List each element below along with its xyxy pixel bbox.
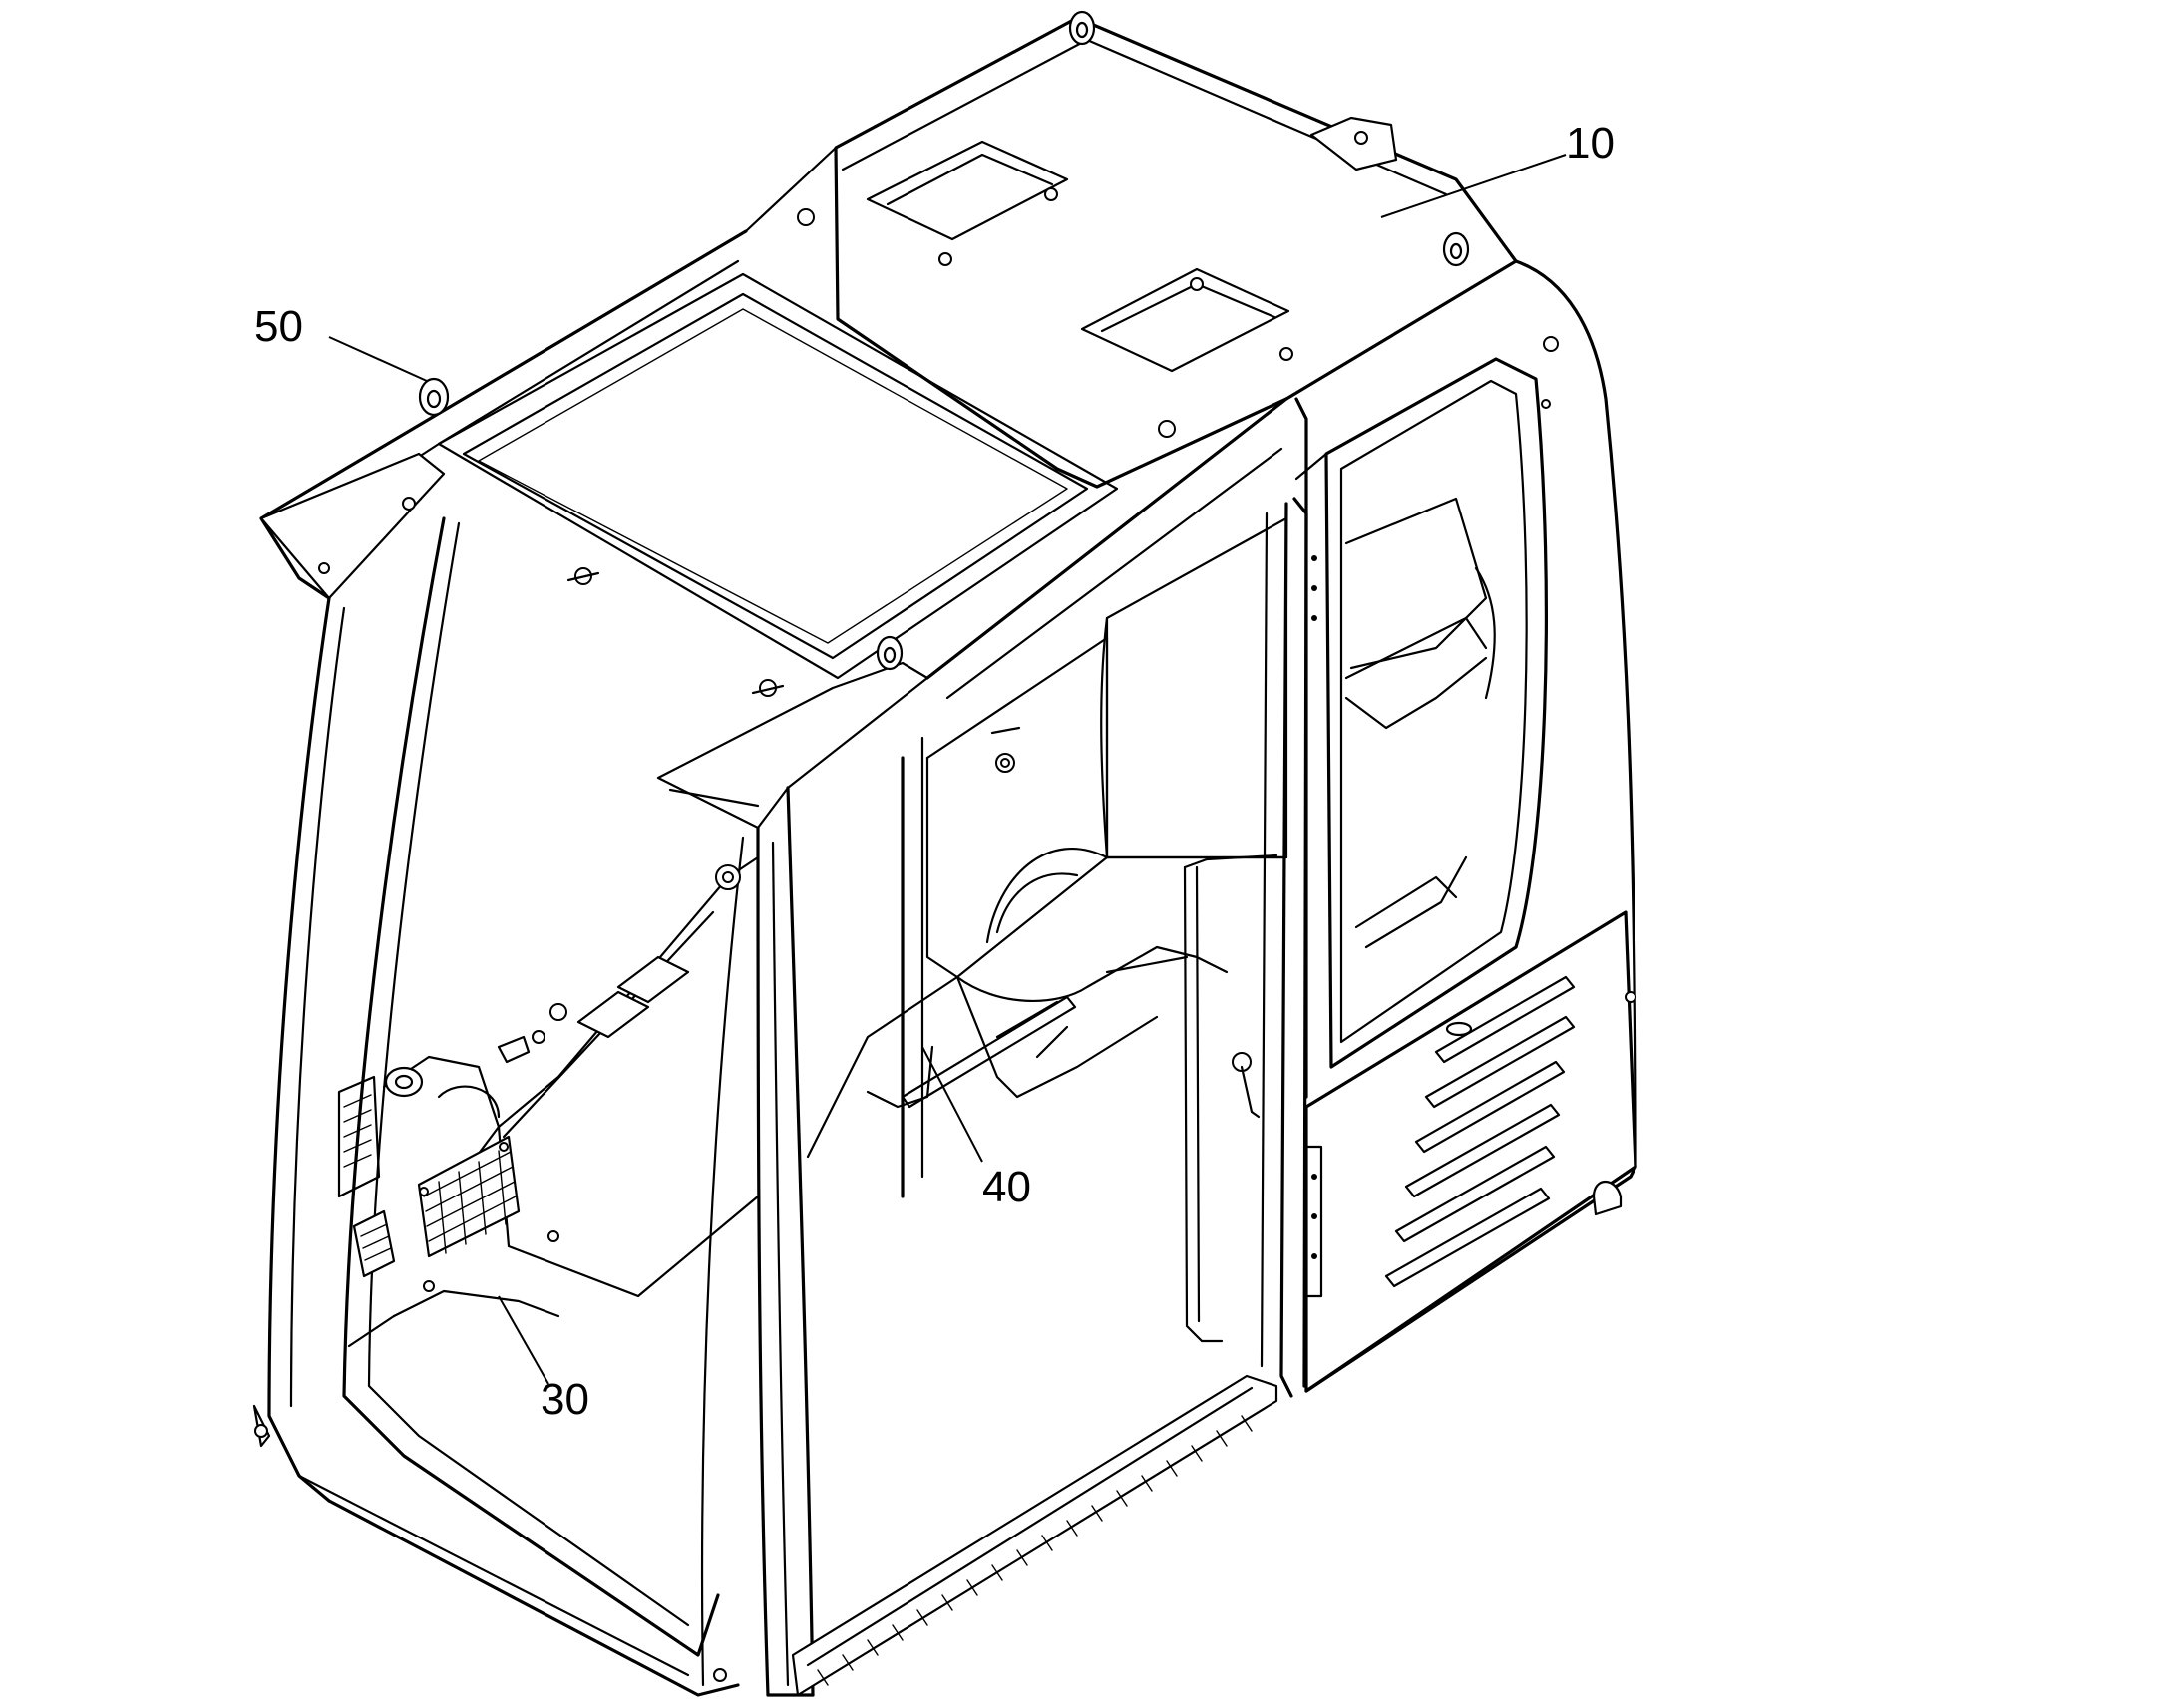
door-opening — [1183, 497, 1323, 1398]
leader-10 — [1380, 154, 1567, 218]
lifting-eye-50-icon — [418, 377, 450, 417]
roof-bolt-icon — [797, 208, 815, 226]
label-50: 50 — [254, 302, 303, 351]
roof-panel — [744, 10, 1518, 489]
side-louvre-vents — [1384, 975, 1576, 1288]
door-step — [791, 1374, 1278, 1697]
lifting-eye-rear-icon — [1068, 10, 1096, 46]
right-side-body — [1294, 259, 1637, 1393]
center-pillar — [700, 786, 815, 1697]
lifting-eye-right-icon — [1442, 231, 1470, 267]
label-40: 40 — [982, 1163, 1031, 1211]
right-front-pillar — [901, 397, 1288, 1198]
leader-30 — [498, 1295, 549, 1385]
leader-lines — [328, 154, 1567, 1385]
cab-interior — [337, 516, 1288, 1348]
reference-labels: 10 30 40 50 — [254, 119, 1615, 1424]
leader-50 — [328, 336, 428, 382]
label-10: 10 — [1566, 119, 1615, 168]
leader-40 — [921, 1046, 983, 1163]
front-window-frame — [252, 516, 740, 1697]
lifting-eye-front-icon — [876, 635, 904, 671]
label-30: 30 — [541, 1375, 589, 1424]
front-header — [259, 229, 1119, 830]
